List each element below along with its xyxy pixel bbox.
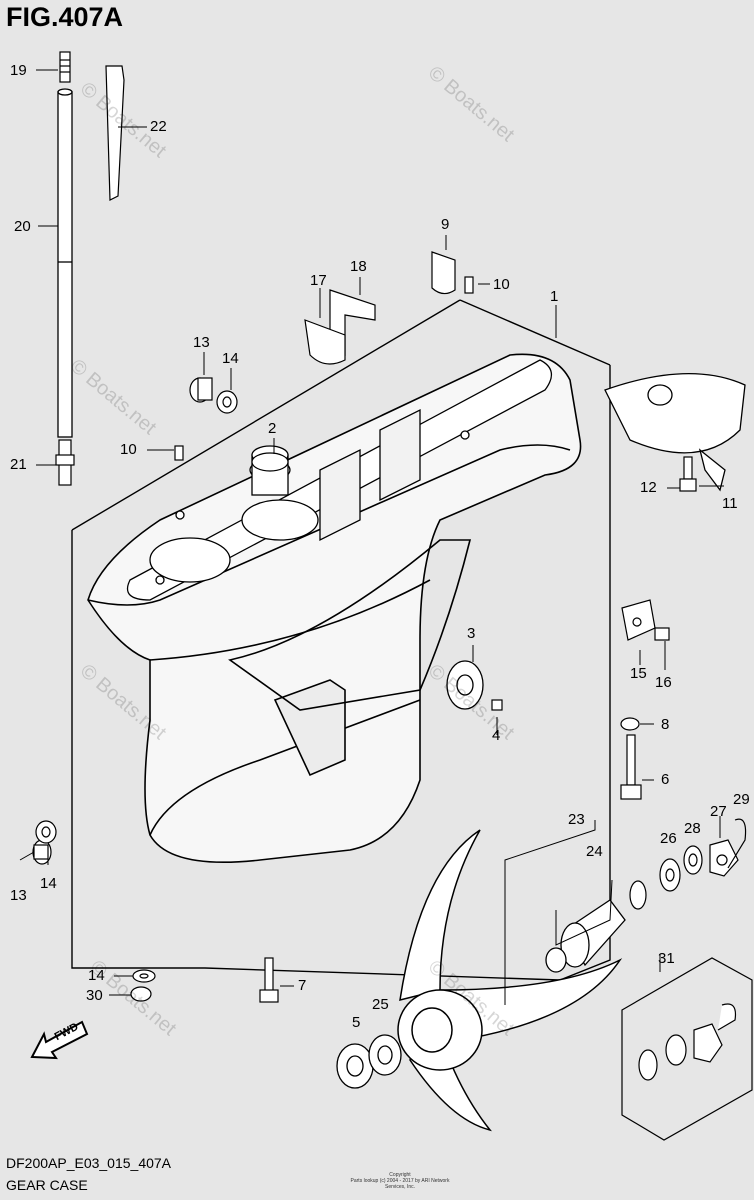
cap-9 (431, 251, 456, 295)
callout-23: 23 (568, 811, 585, 828)
footer-code: DF200AP_E03_015_407A (6, 1155, 172, 1171)
bearing-2 (251, 452, 289, 472)
pin-10a (464, 276, 474, 294)
callout-13-top: 13 (193, 334, 210, 351)
driveshaft-rod-20 (57, 88, 73, 438)
bracket-17-18 (304, 289, 376, 365)
callout-9: 9 (441, 216, 450, 233)
callout-28: 28 (684, 820, 701, 837)
footer-name: GEAR CASE (6, 1177, 88, 1193)
anode-11 (604, 372, 746, 492)
callout-26: 26 (660, 830, 677, 847)
gear-case-deck (126, 359, 552, 601)
kit-31-box (621, 957, 753, 1141)
callout-31: 31 (658, 950, 675, 967)
bolt-6 (620, 734, 642, 800)
callout-17: 17 (310, 272, 327, 289)
callout-leaders (19, 69, 724, 1005)
callout-16: 16 (655, 674, 672, 691)
callout-11: 11 (722, 495, 738, 512)
copyright-line-2: Parts lookup (c) 2004 - 2017 by ARI Netw… (350, 1178, 450, 1190)
pin-4 (491, 699, 503, 711)
washer-14-top (216, 390, 238, 414)
callout-10b: 10 (120, 441, 137, 458)
callout-29: 29 (733, 791, 750, 808)
callout-3: 3 (467, 625, 476, 642)
plug-13-top (189, 377, 213, 403)
callout-8: 8 (661, 716, 670, 733)
callout-4: 4 (492, 727, 501, 744)
copyright-notice: Copyright Parts lookup (c) 2004 - 2017 b… (340, 1172, 460, 1190)
fitting-21 (55, 439, 75, 486)
copyright-line-1: Copyright (389, 1172, 411, 1178)
cotter-pin-29 (727, 818, 747, 869)
callout-24: 24 (586, 843, 603, 860)
callout-7: 7 (298, 977, 307, 994)
pin-10b (174, 445, 184, 461)
callout-19: 19 (10, 62, 27, 79)
washer-26 (659, 858, 681, 892)
bolt-7 (259, 957, 279, 1003)
callout-12: 12 (640, 479, 657, 496)
washer-14-side (35, 820, 57, 844)
callout-1: 1 (550, 288, 559, 305)
callout-13-side: 13 (10, 887, 27, 904)
callout-20: 20 (14, 218, 31, 235)
callout-5: 5 (352, 1014, 361, 1031)
bolt-12 (679, 456, 697, 492)
kit-31-parts (638, 1003, 737, 1081)
callout-21: 21 (10, 456, 27, 473)
washer-inner-24 (629, 880, 647, 910)
callout-6: 6 (661, 771, 670, 788)
plug-30 (130, 986, 152, 1002)
seal-3 (446, 660, 484, 710)
callout-14-side: 14 (40, 875, 57, 892)
washer-8 (620, 717, 640, 731)
bolt-16 (654, 627, 670, 641)
plate-15 (621, 599, 656, 641)
callout-14-top: 14 (222, 350, 239, 367)
washer-28 (683, 845, 703, 875)
spacer-25 (368, 1034, 402, 1076)
spacer-5 (336, 1043, 374, 1089)
fitting-19 (59, 51, 71, 83)
propeller-blades (397, 829, 623, 1132)
figure-title: FIG.407A (6, 2, 124, 32)
callout-27: 27 (710, 803, 727, 820)
callout-2: 2 (268, 420, 277, 437)
nut-27 (709, 839, 739, 877)
cable-tie-22 (105, 65, 125, 201)
callout-10a: 10 (493, 276, 510, 293)
callout-25: 25 (372, 996, 389, 1013)
callout-22: 22 (150, 118, 167, 135)
fwd-arrow: FWD (30, 1012, 90, 1062)
callout-14-bottom: 14 (88, 967, 105, 984)
callout-30: 30 (86, 987, 103, 1004)
gear-case-box-outline (71, 299, 611, 981)
fwd-arrow-icon (30, 1020, 89, 1060)
callout-15: 15 (630, 665, 647, 682)
callout-18: 18 (350, 258, 367, 275)
